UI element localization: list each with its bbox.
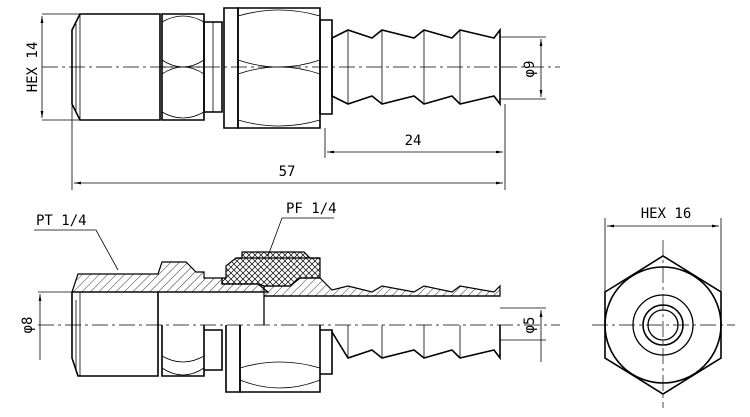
hex16-label: HEX 16 <box>641 206 692 222</box>
dia8-label: φ8 <box>20 317 36 334</box>
pf14-label: PF 1/4 <box>286 201 337 217</box>
pf14-leader <box>267 217 334 257</box>
top-view <box>40 7 560 190</box>
hex14-label: HEX 14 <box>25 42 41 93</box>
end-view <box>592 218 735 408</box>
dim57-label: 57 <box>279 164 296 180</box>
dia5-label: φ5 <box>522 317 538 334</box>
dim24-label: 24 <box>405 133 422 149</box>
section-view <box>38 251 560 393</box>
dia9-label: φ9 <box>522 61 538 78</box>
pt14-label: PT 1/4 <box>36 213 87 229</box>
pt14-leader <box>34 229 119 271</box>
